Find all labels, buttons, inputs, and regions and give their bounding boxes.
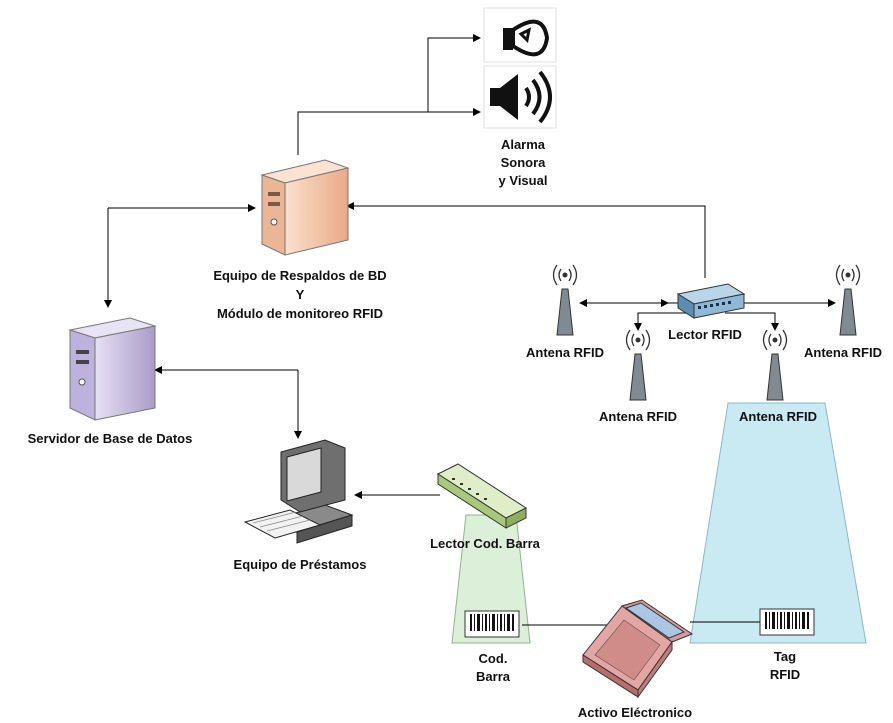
cod-barra-label-line2: Barra (476, 669, 510, 684)
barcode-icon (464, 610, 520, 638)
backup-server-label-line2: Y (295, 287, 305, 302)
rfid-beam (689, 402, 867, 644)
alarm-label-line2: Sonora (500, 155, 546, 170)
antenna-icon (835, 264, 861, 336)
asset-label: Activo Eléctronico (577, 705, 693, 720)
tag-rfid-label-line2: RFID (769, 667, 801, 682)
backup-server-label-line3: Módulo de monitoreo RFID (216, 306, 384, 321)
backup-server-label-line1: Equipo de Respaldos de BD (213, 268, 387, 283)
lector-rfid-label: Lector RFID (668, 327, 742, 342)
barcode-scanner-icon (436, 463, 528, 529)
laptop-icon (582, 599, 694, 699)
barcode-reader-label: Lector Cod. Barra (430, 536, 540, 551)
loan-station-label: Equipo de Préstamos (233, 557, 367, 572)
antenna-icon (762, 329, 788, 401)
desktop-computer-icon (243, 439, 354, 544)
antena-mid-label: Antena RFID (599, 409, 677, 424)
rfid-reader-icon (676, 283, 746, 319)
antenna-icon (625, 329, 651, 401)
database-server-icon (68, 317, 157, 421)
antenna-icon (552, 264, 578, 336)
server-icon (260, 159, 350, 256)
speaker-icon (483, 65, 557, 129)
cod-barra-label-line1: Cod. (478, 651, 508, 666)
barcode-icon (759, 608, 815, 636)
alarm-label-line3: y Visual (498, 173, 548, 188)
antena-left-label: Antena RFID (526, 345, 604, 360)
lightbulb-icon (483, 7, 557, 63)
db-server-label: Servidor de Base de Datos (27, 431, 193, 446)
tag-rfid-label-line1: Tag (773, 649, 797, 664)
antena-beam-label: Antena RFID (739, 409, 817, 424)
antena-right-label: Antena RFID (804, 345, 882, 360)
alarm-label-line1: Alarma (500, 137, 546, 152)
